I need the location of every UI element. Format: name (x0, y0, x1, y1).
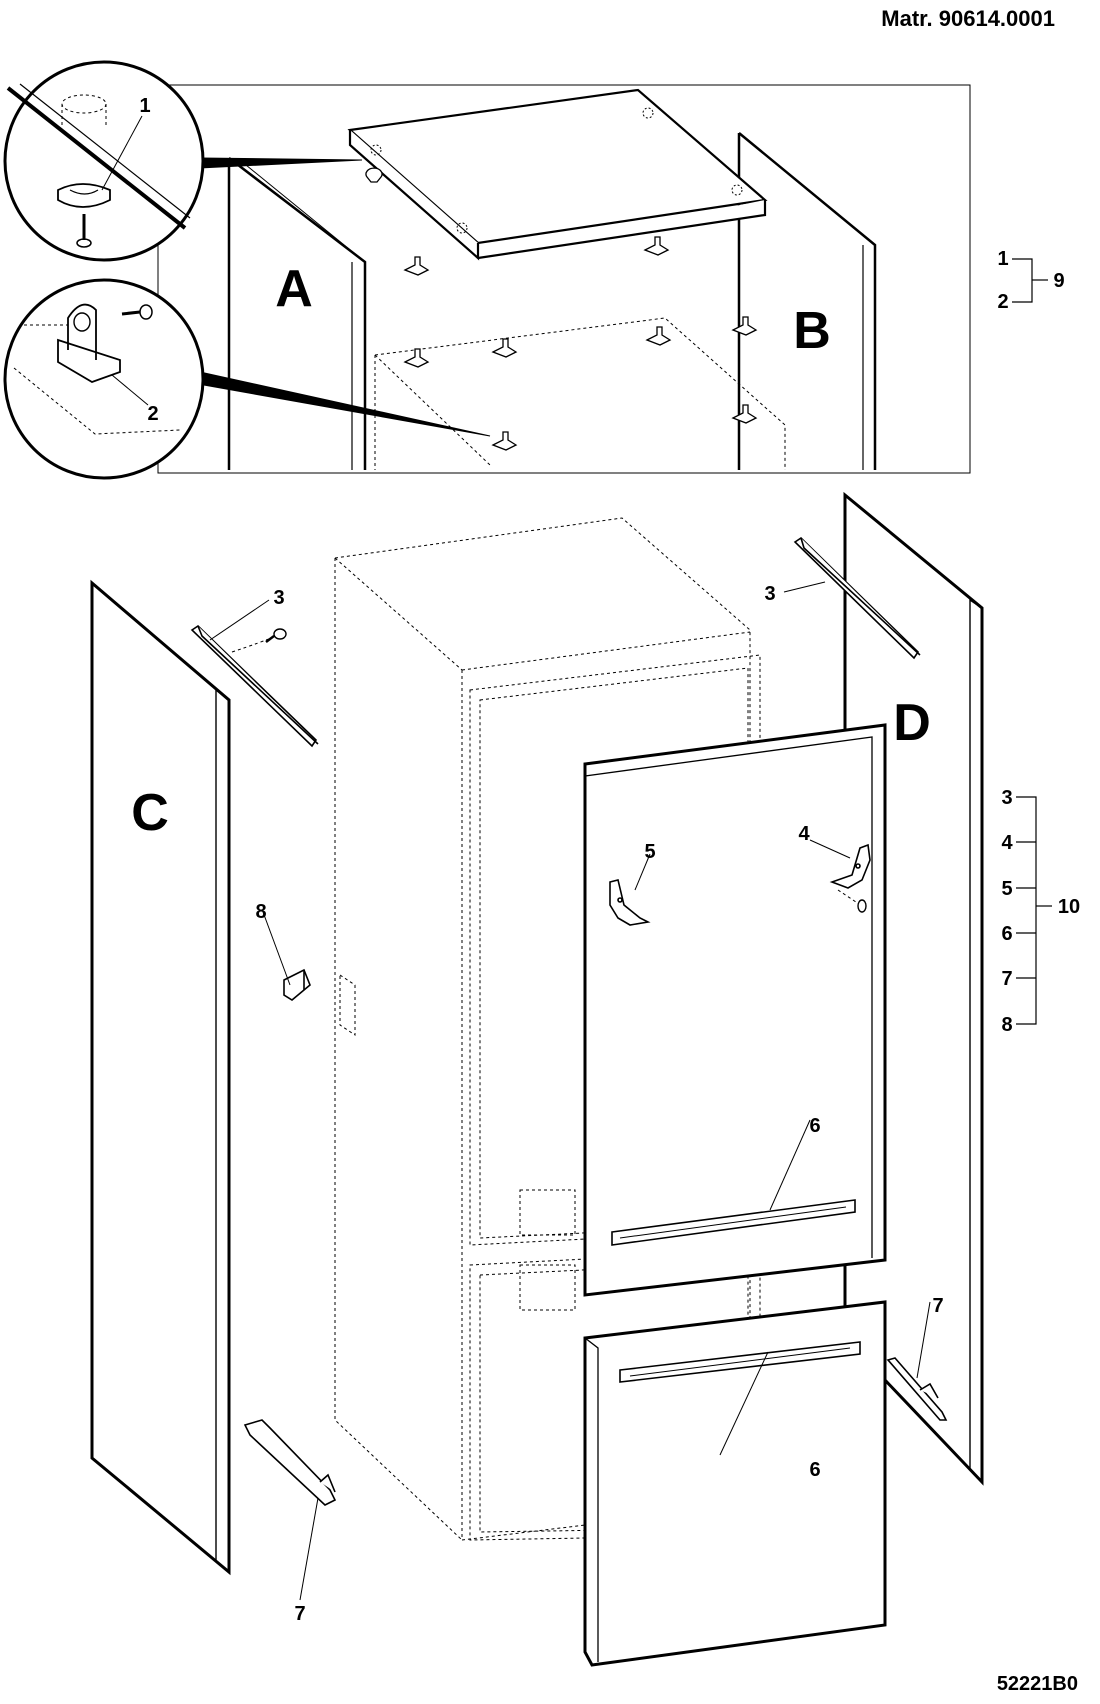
kit-9-number: 9 (1053, 270, 1064, 292)
panel-a (227, 157, 367, 470)
kit-10-number: 10 (1058, 896, 1080, 918)
callout-leaders (209, 581, 931, 1601)
callout-6-upper: 6 (809, 1115, 820, 1137)
detail-leader-2 (197, 371, 491, 437)
hinge-right (829, 843, 871, 889)
panel-c (90, 579, 231, 1576)
callout-7-left: 7 (294, 1603, 305, 1625)
callout-1: 1 (139, 95, 150, 117)
callout-6-lower: 6 (809, 1459, 820, 1481)
bottom-assembly-view (90, 491, 1052, 1667)
kit-10-legend (1016, 796, 1052, 1025)
callout-3-right: 3 (764, 583, 775, 605)
rail-right (793, 536, 921, 660)
panel-c-label: C (131, 784, 169, 842)
callout-2: 2 (147, 403, 158, 425)
kit-9-legend (1012, 258, 1048, 303)
detail-circle-fastener (3, 60, 205, 262)
kit9-part-2: 2 (997, 291, 1008, 313)
panel-d-label: D (893, 694, 931, 752)
callout-7-right: 7 (932, 1295, 943, 1317)
handle-lower (619, 1341, 861, 1383)
callout-5: 5 (644, 841, 655, 863)
hinge-left (609, 879, 651, 926)
appliance-top-outline (374, 317, 786, 470)
drawing-code: 52221B0 (996, 1673, 1078, 1695)
kit10-part-5: 5 (1001, 878, 1012, 900)
handle-upper (611, 1199, 856, 1246)
detail-circle-bracket (3, 278, 205, 480)
upper-door (583, 723, 887, 1297)
top-assembly-view (3, 60, 971, 480)
panel-a-label: A (275, 260, 313, 318)
mounting-brackets-2 (365, 167, 758, 451)
cover-pegs (370, 107, 743, 234)
top-frame (157, 84, 971, 474)
kit10-part-4: 4 (1001, 832, 1013, 854)
kit10-part-3: 3 (1001, 787, 1012, 809)
kit10-part-8: 8 (1001, 1014, 1012, 1036)
lower-door (583, 1300, 887, 1667)
detail-leader-1 (199, 157, 363, 169)
kit10-part-7: 7 (1001, 968, 1012, 990)
callout-3-left: 3 (273, 587, 284, 609)
kit9-part-1: 1 (997, 248, 1008, 270)
callout-4: 4 (798, 823, 810, 845)
material-number: Matr. 90614.0001 (881, 6, 1055, 31)
slide-left (243, 1419, 337, 1506)
angle-bracket (283, 968, 311, 1001)
panel-b-label: B (793, 302, 831, 360)
kit10-part-6: 6 (1001, 923, 1012, 945)
rail-screw (265, 628, 287, 643)
slide-right (886, 1357, 948, 1421)
top-cover-board (347, 88, 768, 261)
rail-left (190, 624, 319, 748)
callout-8: 8 (255, 901, 266, 923)
